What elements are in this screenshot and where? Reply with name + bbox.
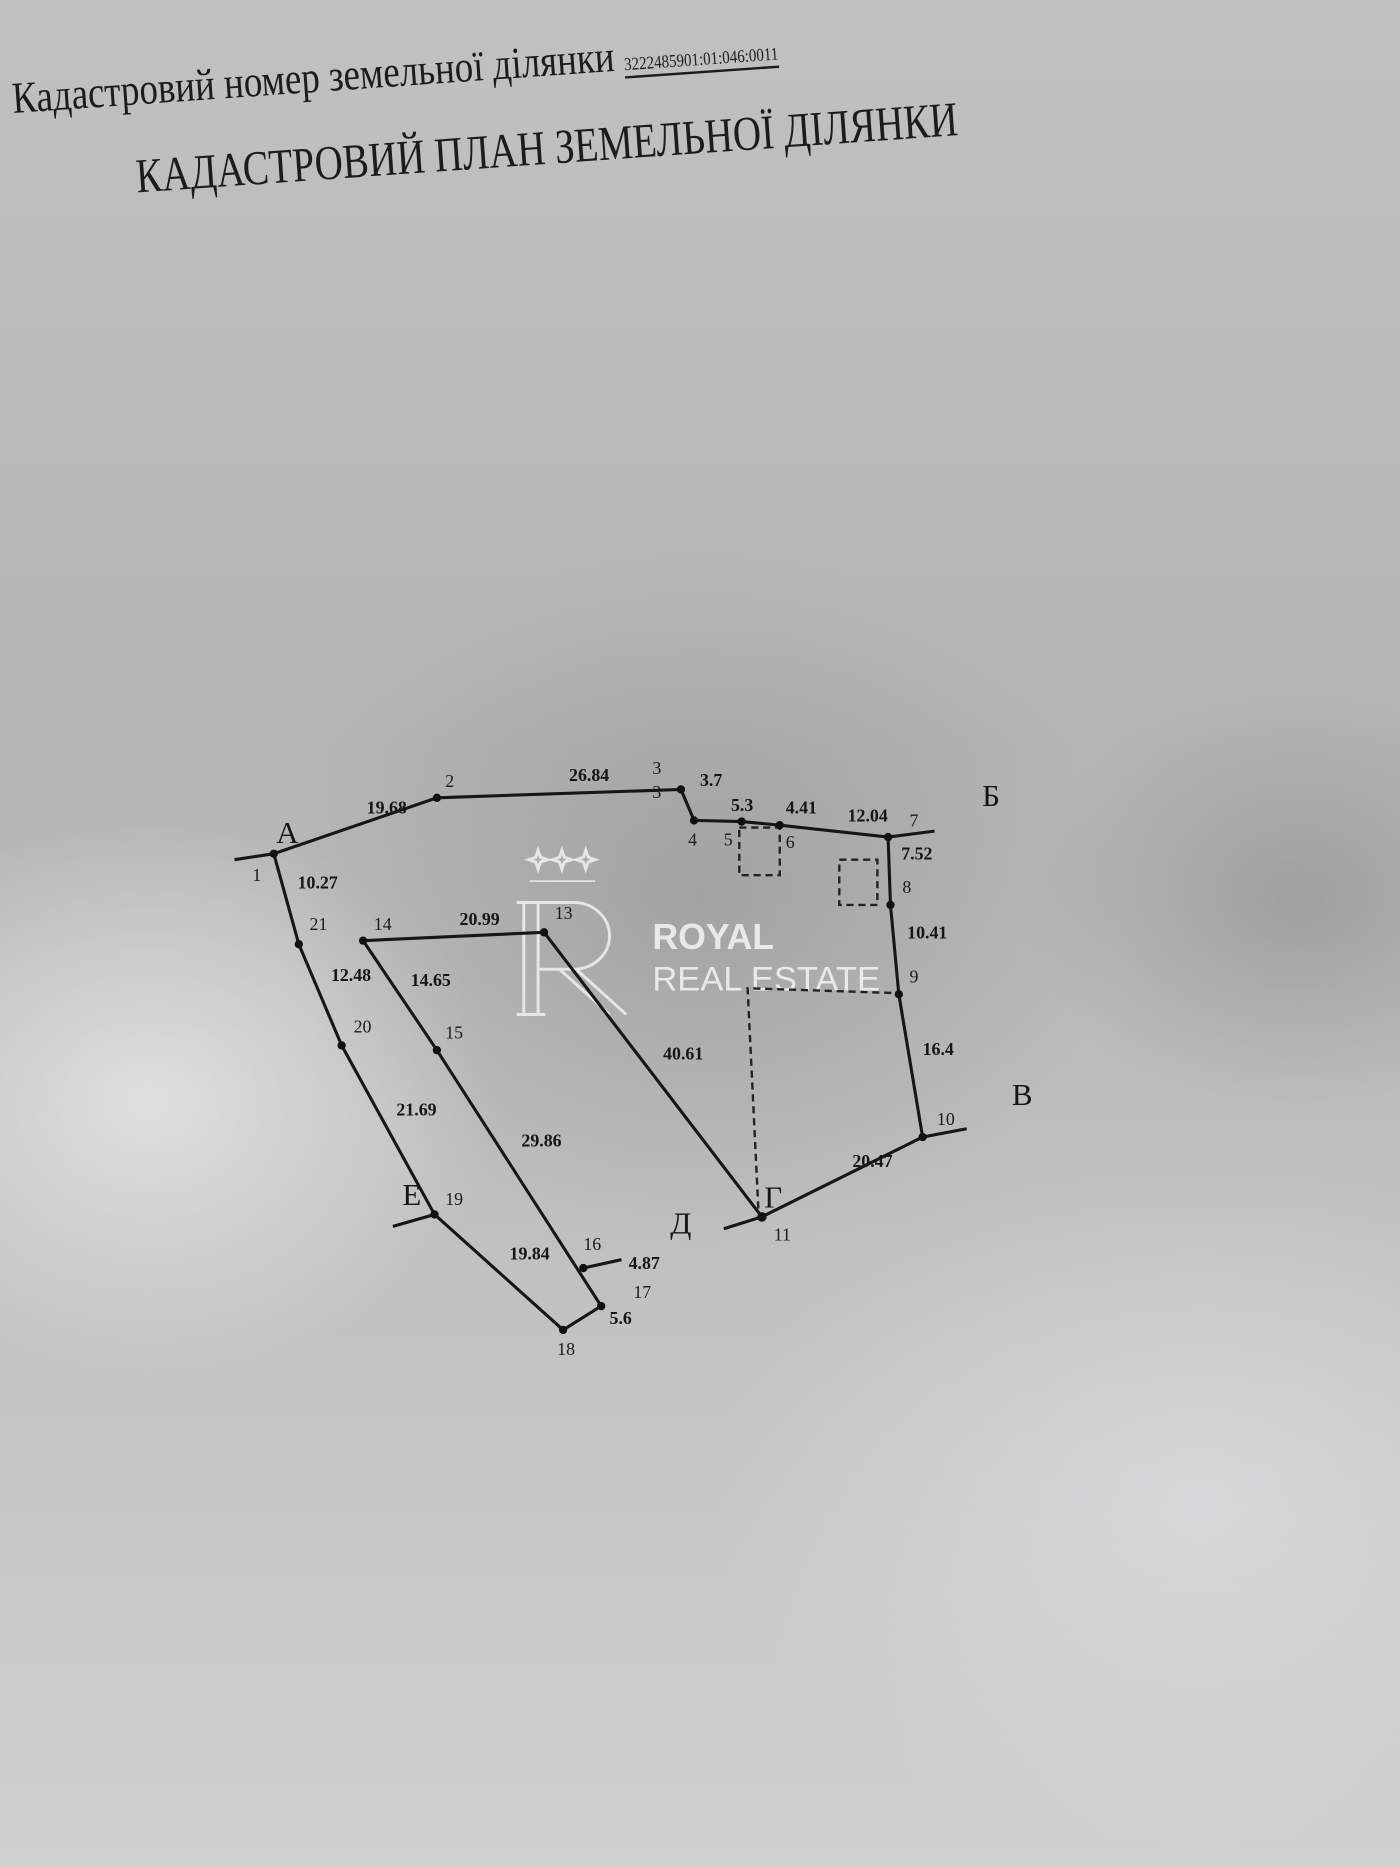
segment-length: 12.48: [331, 965, 371, 985]
segment-length: 10.27: [298, 872, 338, 892]
segment-length: 20.47: [852, 1151, 892, 1171]
segment-length: 29.86: [521, 1131, 561, 1151]
neighbor-letter: А: [276, 815, 299, 850]
segment-length: 21.69: [396, 1100, 436, 1120]
boundary-tick: [392, 1212, 435, 1228]
segment-length: 40.61: [663, 1044, 703, 1064]
point-number: 3: [652, 782, 661, 802]
point-number: 18: [557, 1339, 575, 1359]
boundary-line-east: [886, 837, 967, 1139]
point-number: 8: [902, 877, 911, 897]
neighbor-letter: В: [1012, 1077, 1033, 1112]
point-number: 3: [652, 758, 661, 778]
building-outline: [738, 826, 781, 877]
point-number: 5: [724, 829, 733, 849]
point-number: 7: [910, 810, 919, 830]
neighbor-letter: Г: [764, 1179, 782, 1214]
point-number: 1: [252, 865, 261, 885]
point-number: 19: [445, 1189, 463, 1209]
point-number: 10: [937, 1109, 955, 1129]
segment-length: 20.99: [460, 909, 500, 929]
segment-length: 12.04: [848, 806, 888, 826]
point-number: 16: [583, 1234, 601, 1254]
point-number: 21: [310, 914, 328, 934]
dashed-line: [746, 987, 896, 1209]
segment-length: 3.7: [700, 770, 722, 790]
segment-length: 5.6: [610, 1308, 632, 1328]
segment-length: 10.41: [907, 922, 947, 942]
watermark-stars-icon: [523, 845, 600, 874]
building-outline: [838, 858, 879, 907]
boundary-line-west: [272, 853, 603, 1332]
point-number: 2: [445, 771, 454, 791]
neighbor-letter: Е: [402, 1177, 421, 1212]
segment-length: 4.87: [629, 1253, 660, 1273]
segment-length: 19.68: [367, 797, 407, 817]
watermark-brand-line2: REAL ESTATE: [652, 961, 880, 999]
segment-length: 19.84: [510, 1244, 550, 1264]
neighbor-letter: Д: [670, 1206, 691, 1241]
point-number: 14: [374, 914, 392, 934]
watermark-r-logo-icon: [516, 901, 628, 1016]
neighbor-letter: Б: [982, 778, 1000, 813]
point-number: 13: [555, 903, 573, 923]
point-number: 4: [688, 829, 697, 849]
boundary-line-southwest: [583, 1258, 622, 1270]
segment-length: 26.84: [569, 765, 609, 785]
boundary-points: [269, 785, 927, 1335]
point-number: 6: [786, 832, 795, 852]
point-number: 17: [633, 1282, 651, 1302]
point-number: 11: [774, 1225, 791, 1245]
boundary-line-south: [723, 1135, 924, 1231]
segment-length: 7.52: [901, 844, 932, 864]
point-number: 9: [910, 966, 919, 986]
segment-length: 5.3: [731, 795, 753, 815]
point-number: 15: [445, 1022, 463, 1042]
point-number: 20: [354, 1016, 372, 1036]
segment-length: 4.41: [786, 797, 817, 817]
segment-length: 14.65: [411, 970, 451, 990]
watermark-brand-line1: ROYAL: [652, 917, 774, 957]
segment-length: 16.4: [923, 1039, 954, 1059]
